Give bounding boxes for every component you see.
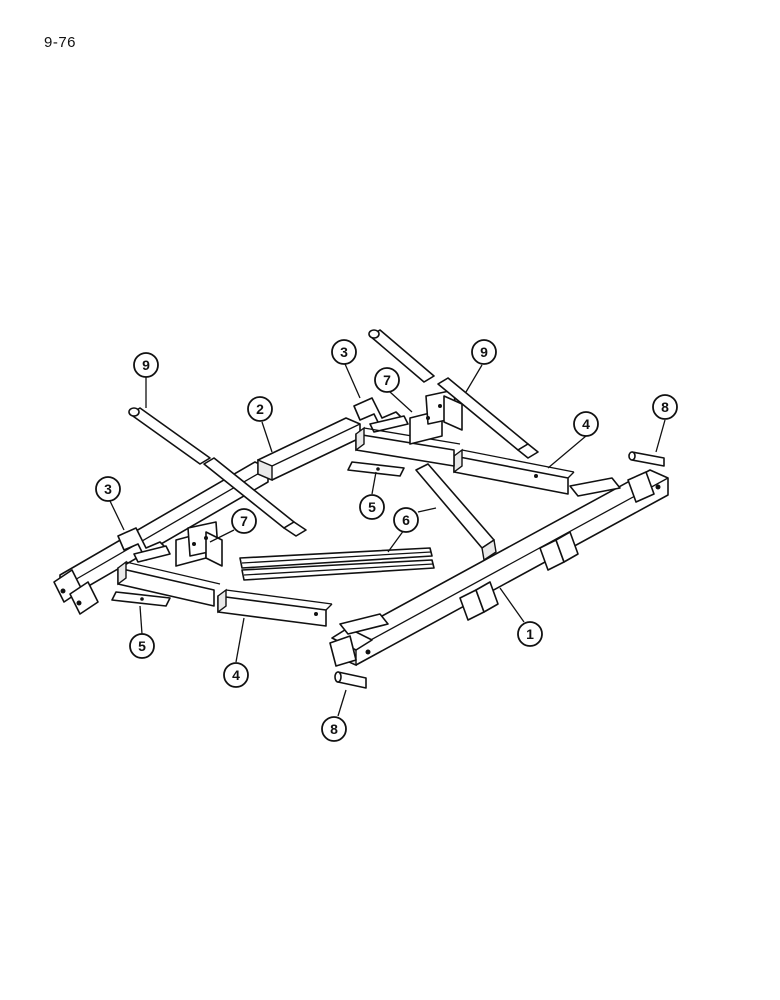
callout-label: 9 xyxy=(480,344,488,360)
callout-3-left: 3 xyxy=(95,476,121,502)
callout-label: 7 xyxy=(383,372,391,388)
callout-6: 6 xyxy=(393,507,419,533)
callout-5-left: 5 xyxy=(129,633,155,659)
flat-plate-rear xyxy=(347,461,405,477)
short-tube-rear xyxy=(355,426,461,467)
callout-label: 7 xyxy=(240,513,248,529)
callout-2: 2 xyxy=(247,396,273,422)
flat-bar-lower xyxy=(241,559,435,581)
callout-label: 6 xyxy=(402,512,410,528)
clamp-plate-rear xyxy=(409,389,463,445)
pin-right xyxy=(628,451,665,467)
mounting-bracket-left xyxy=(117,527,171,563)
flat-plate-left xyxy=(111,591,171,607)
mounting-bracket-rear xyxy=(353,397,409,433)
brace-rod-left xyxy=(128,407,307,537)
callout-label: 2 xyxy=(256,401,264,417)
brace-rod-right xyxy=(368,329,539,459)
callout-8-right: 8 xyxy=(652,394,678,420)
rear-cross-tube xyxy=(257,417,361,482)
flat-bar-upper xyxy=(239,547,433,569)
callout-5-rear: 5 xyxy=(359,494,385,520)
callout-label: 4 xyxy=(582,416,590,432)
callout-label: 4 xyxy=(232,667,240,683)
callout-8-front: 8 xyxy=(321,716,347,742)
leader-lines xyxy=(109,363,666,717)
callout-9-right: 9 xyxy=(471,339,497,365)
callout-label: 3 xyxy=(104,481,112,497)
callout-9-left: 9 xyxy=(133,352,159,378)
square-tube-right xyxy=(453,448,575,495)
callout-label: 1 xyxy=(526,626,534,642)
callout-7-rear: 7 xyxy=(374,367,400,393)
left-frame-bar xyxy=(53,461,269,615)
callout-4-left: 4 xyxy=(223,662,249,688)
page-number: 9-76 xyxy=(44,34,77,51)
callout-label: 8 xyxy=(330,721,338,737)
callout-label: 5 xyxy=(138,638,146,654)
callout-4-right: 4 xyxy=(573,411,599,437)
callout-label: 9 xyxy=(142,357,150,373)
callout-label: 5 xyxy=(368,499,376,515)
clamp-plate-left xyxy=(175,521,223,567)
callout-label: 3 xyxy=(340,344,348,360)
callout-3-rear: 3 xyxy=(331,339,357,365)
main-frame-bar xyxy=(329,469,669,667)
callout-label: 8 xyxy=(661,399,669,415)
diagonal-brace xyxy=(415,463,497,562)
callout-7-left: 7 xyxy=(231,508,257,534)
pin-front xyxy=(334,671,367,689)
square-tube-left xyxy=(217,588,333,627)
short-tube-left xyxy=(117,560,221,607)
callout-1: 1 xyxy=(517,621,543,647)
